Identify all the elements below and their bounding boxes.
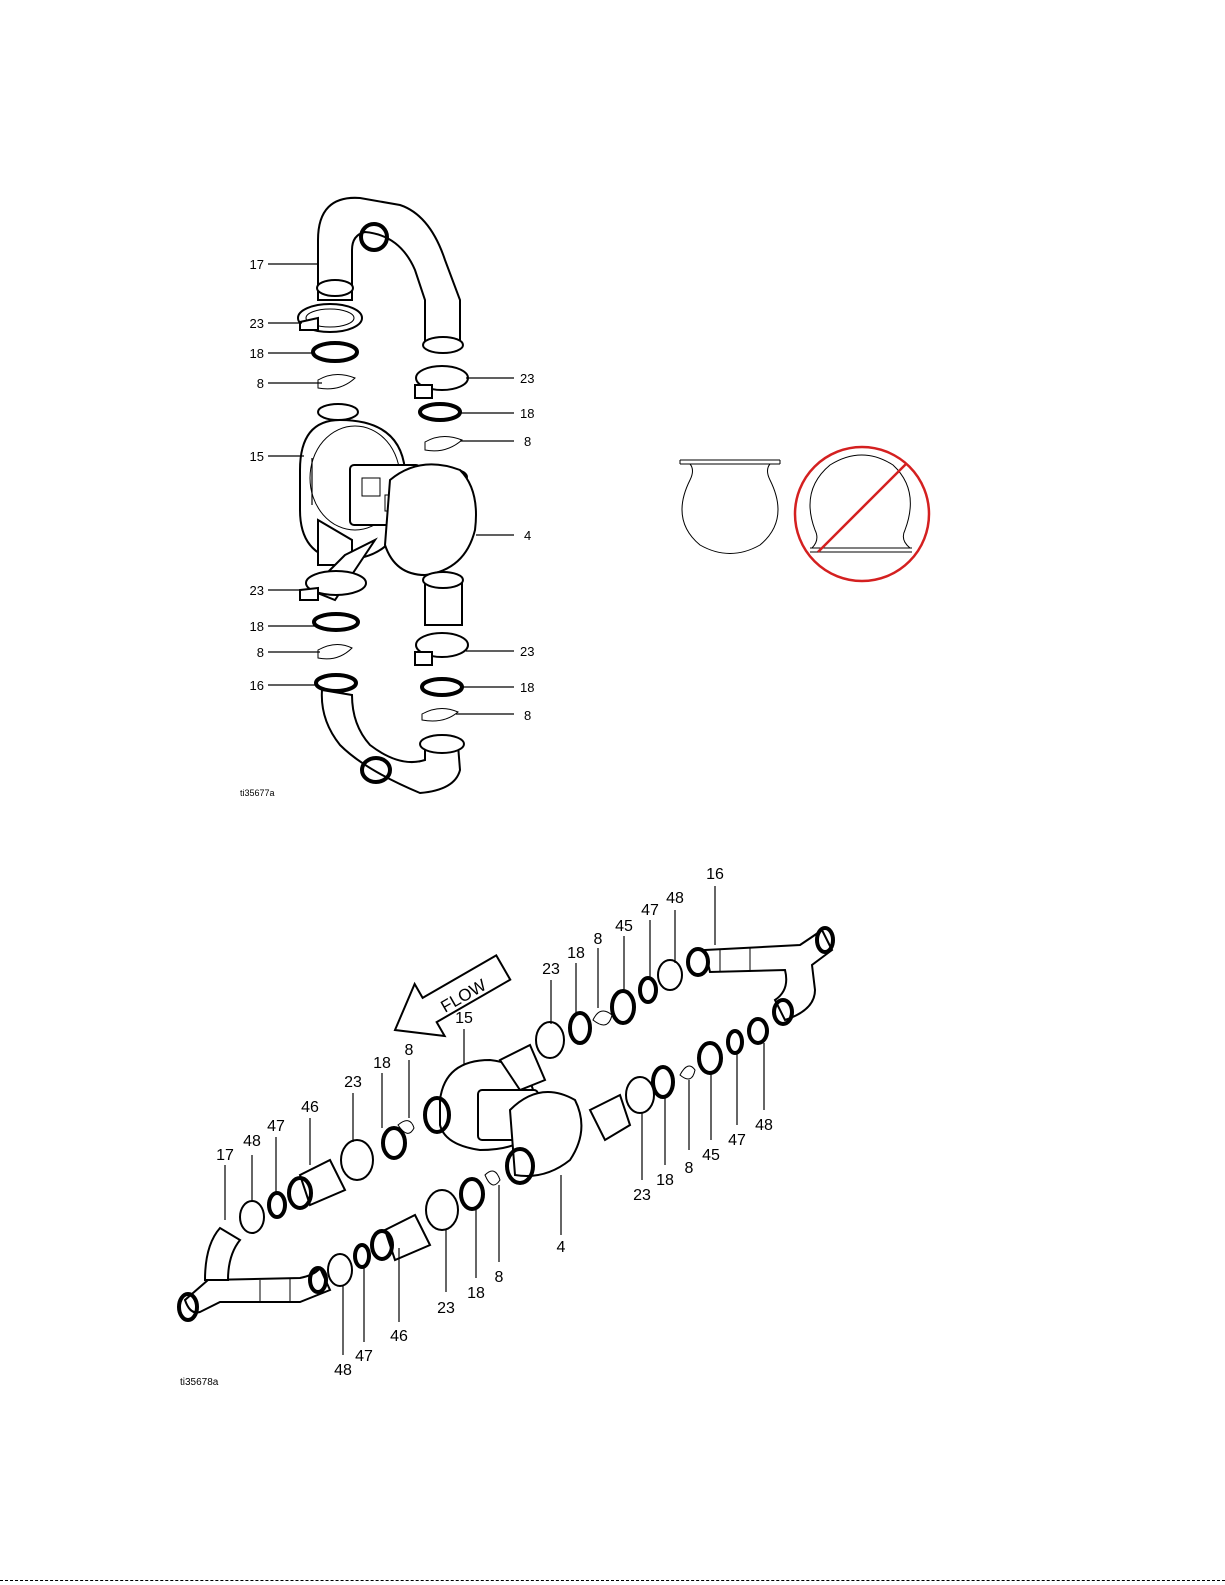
callout-18: 18	[250, 346, 264, 361]
callout-23: 23	[437, 1300, 455, 1317]
callout-8: 8	[594, 931, 603, 948]
callout-23: 23	[520, 371, 534, 386]
callout-8: 8	[524, 434, 531, 449]
callout-8: 8	[495, 1269, 504, 1286]
callout-4: 4	[557, 1239, 566, 1256]
callout-46: 46	[301, 1099, 319, 1116]
callout-18: 18	[373, 1055, 391, 1072]
callout-8: 8	[685, 1160, 694, 1177]
callout-18: 18	[250, 619, 264, 634]
callout-8: 8	[524, 708, 531, 723]
callout-48: 48	[755, 1117, 773, 1134]
callout-48: 48	[243, 1133, 261, 1150]
callout-23: 23	[250, 316, 264, 331]
cover-orientation-correct	[680, 460, 780, 554]
callout-47: 47	[267, 1118, 285, 1135]
figure-ref: ti35678a	[180, 1377, 219, 1388]
callout-17: 17	[216, 1147, 234, 1164]
cover-orientation-incorrect	[795, 447, 929, 581]
callout-47: 47	[728, 1132, 746, 1149]
callout-18: 18	[467, 1285, 485, 1302]
callout-8: 8	[405, 1042, 414, 1059]
callout-23: 23	[250, 583, 264, 598]
vertical-exploded-view: 17 23 18 8 15 23 18 8 16 23 18 8 4 23 18…	[240, 198, 534, 798]
callout-16: 16	[706, 866, 724, 883]
callout-48: 48	[334, 1362, 352, 1379]
page-bottom-rule	[0, 1580, 1225, 1581]
callout-45: 45	[702, 1147, 720, 1164]
callout-18: 18	[520, 406, 534, 421]
callout-23: 23	[633, 1187, 651, 1204]
figure-ref: ti35677a	[240, 788, 275, 798]
callout-17: 17	[250, 257, 264, 272]
callout-8: 8	[257, 645, 264, 660]
callout-8: 8	[257, 376, 264, 391]
callout-18: 18	[520, 680, 534, 695]
callout-18: 18	[656, 1172, 674, 1189]
horizontal-exploded-view: FLOW	[179, 866, 833, 1388]
callout-48: 48	[666, 890, 684, 907]
callout-23: 23	[520, 644, 534, 659]
callout-23: 23	[344, 1074, 362, 1091]
callout-23: 23	[542, 961, 560, 978]
callout-46: 46	[390, 1328, 408, 1345]
callout-18: 18	[567, 945, 585, 962]
callout-15: 15	[455, 1010, 473, 1027]
callout-47: 47	[641, 902, 659, 919]
callout-4: 4	[524, 528, 531, 543]
callout-16: 16	[250, 678, 264, 693]
callout-15: 15	[250, 449, 264, 464]
callout-45: 45	[615, 918, 633, 935]
callout-47: 47	[355, 1348, 373, 1365]
